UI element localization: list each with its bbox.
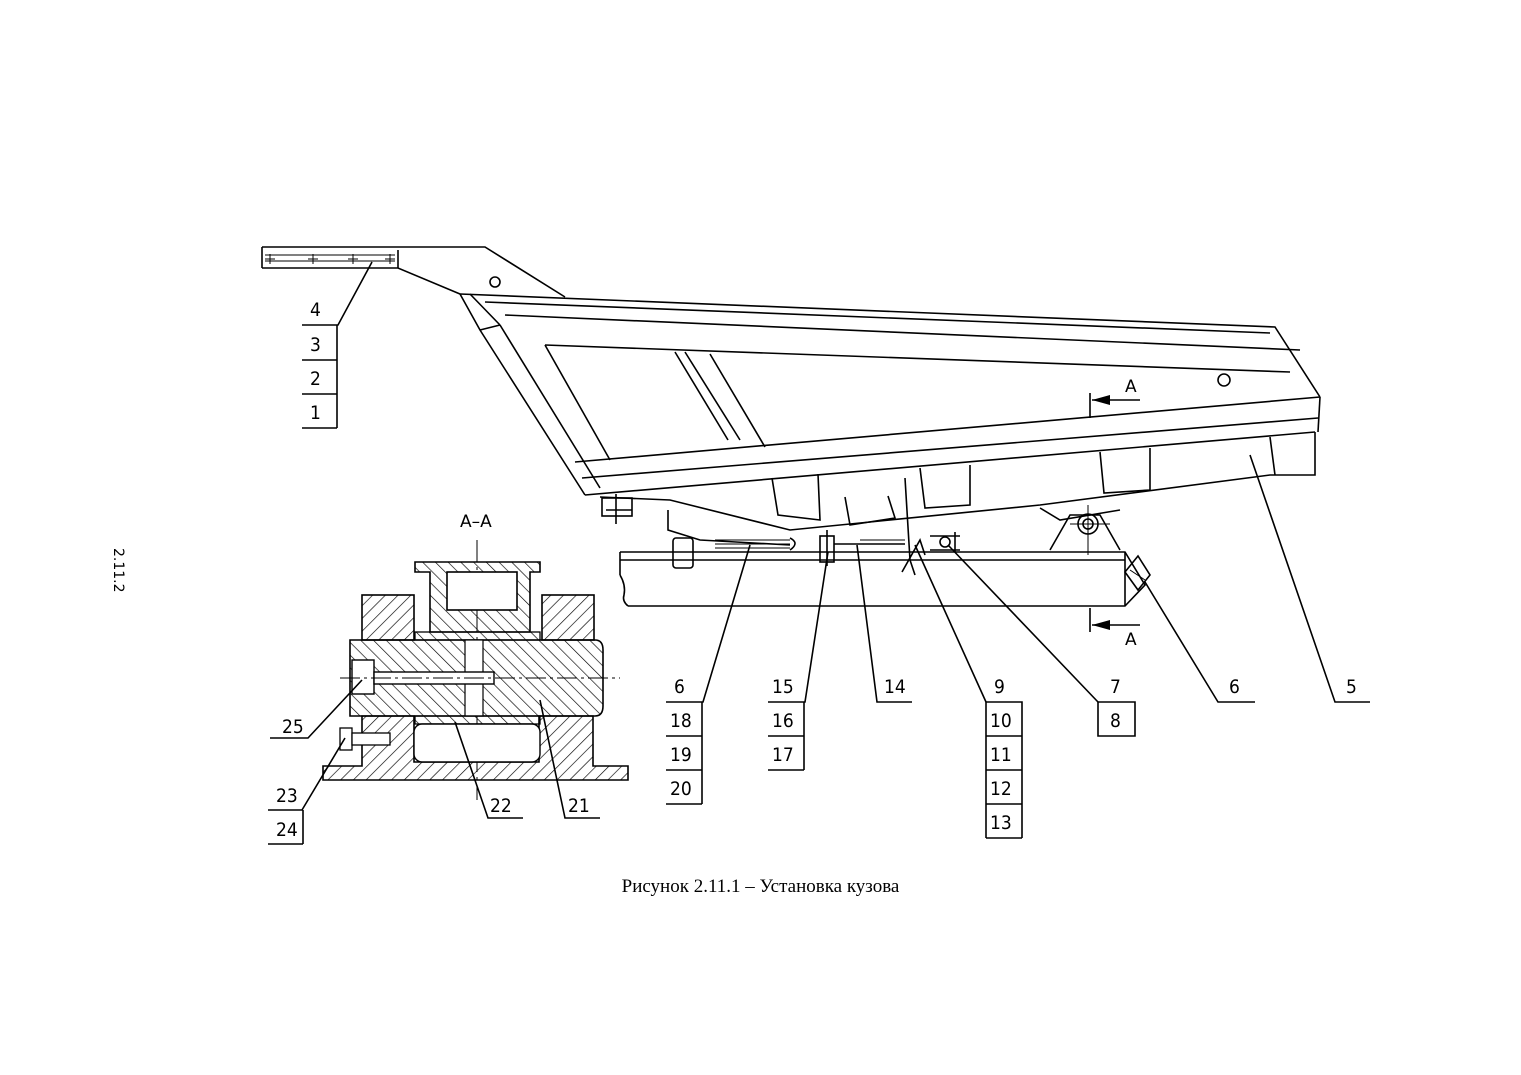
callout-20: 20 [670, 778, 692, 800]
callout-10: 10 [990, 710, 1012, 732]
callout-19: 19 [670, 744, 692, 766]
callout-24: 24 [276, 819, 298, 841]
callout-6-right: 6 [1229, 676, 1240, 698]
section-mark-bottom: А [1125, 630, 1137, 650]
section-mark-top: А [1125, 377, 1137, 397]
page-number: 2.11.2 [110, 548, 126, 593]
chassis-frame [619, 477, 1151, 607]
callout-17: 17 [772, 744, 794, 766]
leader-lines [268, 261, 1370, 845]
callout-13: 13 [990, 812, 1012, 834]
callout-3: 3 [310, 334, 321, 356]
callout-8: 8 [1110, 710, 1121, 732]
callout-12: 12 [990, 778, 1012, 800]
callout-11: 11 [990, 744, 1012, 766]
section-title: А–А [460, 512, 492, 532]
callout-14: 14 [884, 676, 906, 698]
callout-7: 7 [1110, 676, 1121, 698]
callout-21: 21 [568, 795, 590, 817]
callout-1: 1 [310, 402, 321, 424]
callout-2: 2 [310, 368, 321, 390]
callout-5: 5 [1346, 676, 1357, 698]
section-view-a-a: А–А [322, 512, 629, 800]
callout-18: 18 [670, 710, 692, 732]
dump-body [261, 246, 1321, 546]
callout-6-left: 6 [674, 676, 685, 698]
callout-labels: 4 3 2 1 6 18 19 20 15 16 17 14 9 10 11 1… [276, 299, 1357, 841]
callout-15: 15 [772, 676, 794, 698]
callout-25: 25 [282, 716, 304, 738]
callout-4: 4 [310, 299, 321, 321]
callout-16: 16 [772, 710, 794, 732]
callout-22: 22 [490, 795, 512, 817]
section-marks: А А [1089, 377, 1140, 650]
callout-9: 9 [994, 676, 1005, 698]
figure-caption: Рисунок 2.11.1 – Установка кузова [621, 876, 900, 897]
callout-23: 23 [276, 785, 298, 807]
